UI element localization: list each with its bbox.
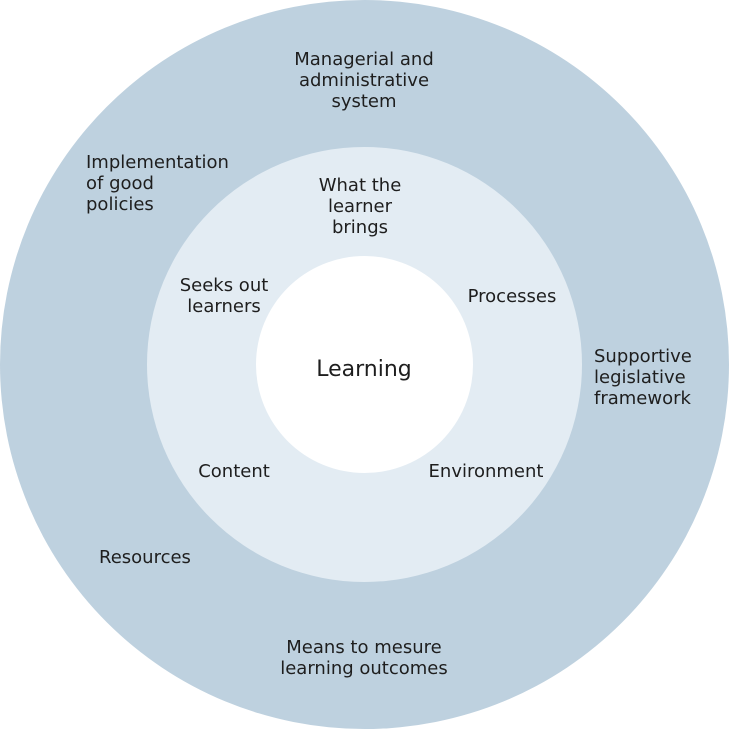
- label-processes: Processes: [467, 286, 557, 307]
- label-environment: Environment: [428, 461, 544, 482]
- label-supportive-legislative-framework: Supportive legislative framework: [594, 346, 692, 409]
- inner-circle: [256, 256, 473, 473]
- label-learning-center: Learning: [316, 357, 412, 382]
- label-resources: Resources: [99, 547, 191, 568]
- label-what-the-learner-brings: What the learner brings: [318, 175, 402, 238]
- label-seeks-out-learners: Seeks out learners: [179, 275, 269, 317]
- label-implementation-of-good-policies: Implementation of good policies: [86, 152, 229, 215]
- label-managerial-administrative-system: Managerial and administrative system: [294, 49, 434, 112]
- label-content: Content: [198, 461, 270, 482]
- label-means-to-measure-learning-outcomes: Means to mesure learning outcomes: [280, 637, 448, 679]
